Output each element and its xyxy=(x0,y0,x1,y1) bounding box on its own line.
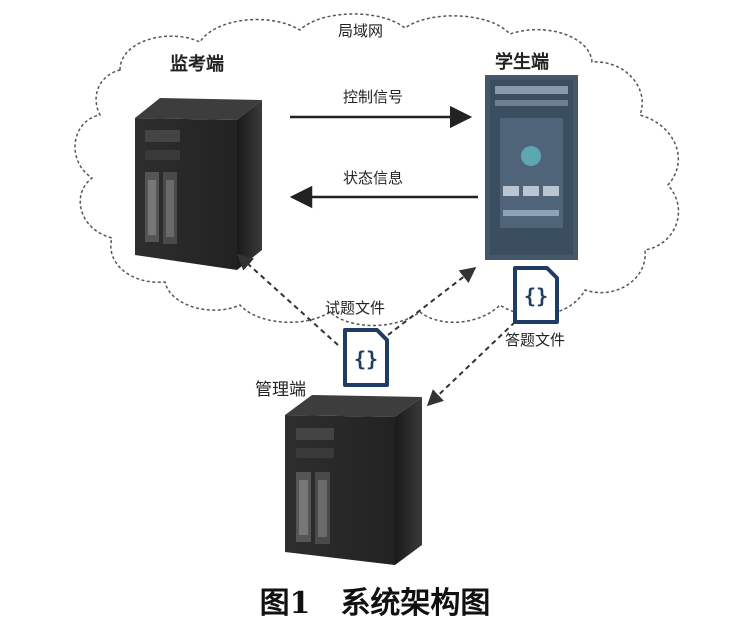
exam-file-to-student-arrow xyxy=(387,267,477,336)
answer-file-glyph: {} xyxy=(524,284,548,308)
exam-file-label: 试题文件 xyxy=(325,299,386,317)
monitor-label: 监考端 xyxy=(170,54,224,75)
network-label: 局域网 xyxy=(338,22,384,40)
answer-file-label: 答题文件 xyxy=(505,331,566,349)
figure-title: 系统架构图 xyxy=(340,586,491,621)
exam-file-icon: {} xyxy=(343,328,389,387)
lan-cloud xyxy=(74,13,680,327)
student-label: 学生端 xyxy=(495,52,549,73)
admin-label: 管理端 xyxy=(255,380,306,400)
answer-file-to-admin-arrow xyxy=(426,321,516,407)
answer-file-icon: {} xyxy=(513,266,559,324)
admin-server xyxy=(285,395,422,565)
student-terminal xyxy=(485,75,578,260)
control-signal-label: 控制信号 xyxy=(343,88,404,106)
figure-number: 图1 xyxy=(259,586,311,621)
figure-caption: 图1 系统架构图 xyxy=(0,578,750,622)
exam-file-glyph: {} xyxy=(354,347,378,371)
monitor-server xyxy=(135,98,262,270)
exam-file-to-monitor-arrow xyxy=(236,253,339,346)
status-info-label: 状态信息 xyxy=(343,169,404,187)
